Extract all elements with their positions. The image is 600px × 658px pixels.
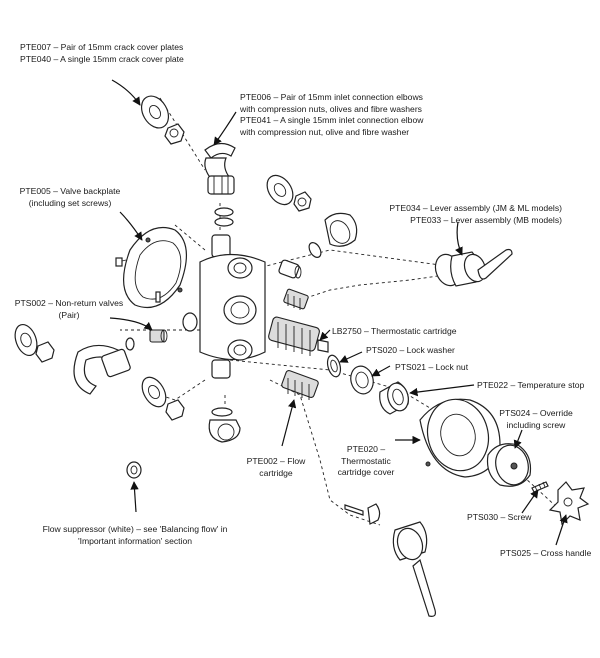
inlet-elbow-bottom — [208, 407, 241, 443]
label-pte033-text: PTE033 – Lever assembly (MB models) — [410, 214, 562, 225]
label-pts002-line1: PTS002 – Non-return valves — [14, 298, 124, 308]
label-pts002-line2: (Pair) — [58, 309, 80, 320]
label-pte002-line1: PTE002 – Flow — [246, 456, 306, 466]
label-pte005-line2: (including set screws) — [28, 197, 112, 208]
label-pte006: PTE006 – Pair of 15mm inlet connection e… — [240, 92, 423, 138]
screw — [531, 481, 549, 493]
label-pte006-line1: PTE006 – Pair of 15mm inlet connection e… — [240, 92, 423, 102]
label-lb2750-text: LB2750 – Thermostatic cartridge — [332, 326, 457, 336]
label-pte020-line1: PTE020 – — [346, 444, 386, 454]
label-pte020-line2: Thermostatic — [341, 455, 391, 466]
label-pts024-line2: including screw — [506, 419, 566, 430]
crack-cover-plate-bottom — [141, 376, 185, 421]
label-pts025-text: PTS025 – Cross handle — [500, 548, 592, 558]
label-pte002: PTE002 – Flow cartridge — [240, 456, 312, 479]
label-pte022-text: PTE022 – Temperature stop — [477, 380, 585, 390]
cross-handle — [548, 481, 590, 526]
label-pts025: PTS025 – Cross handle — [500, 548, 591, 560]
inlet-elbow-left — [73, 344, 131, 395]
label-pte034-text: PTE034 – Lever assembly (JM & ML models) — [389, 203, 562, 213]
non-return-valves — [125, 329, 168, 351]
crack-cover-plate-top — [140, 95, 185, 145]
lever-assembly-lower — [392, 521, 436, 617]
label-pts024-line1: PTS024 – Override — [499, 408, 573, 418]
label-pte007: PTE007 – Pair of 15mm crack cover plates… — [20, 42, 184, 65]
label-pts020-text: PTS020 – Lock washer — [366, 345, 455, 355]
label-pte034: PTE034 – Lever assembly (JM & ML models)… — [360, 203, 562, 226]
flow-suppressor — [126, 461, 142, 479]
inlet-elbow-right — [308, 212, 358, 258]
valve-backplate — [115, 226, 187, 309]
label-pte007-text: PTE007 – Pair of 15mm crack cover plates — [20, 42, 184, 52]
label-pts024: PTS024 – Override including screw — [490, 408, 582, 431]
label-flow-suppressor-line1: Flow suppressor (white) – see 'Balancing… — [42, 524, 228, 534]
small-fittings-upper — [278, 259, 309, 310]
label-pts020: PTS020 – Lock washer — [366, 345, 455, 357]
lock-washer — [326, 354, 342, 378]
label-flow-suppressor-line2: 'Important information' section — [77, 535, 193, 546]
thermostatic-cartridge — [268, 316, 329, 356]
label-pte040-text: PTE040 – A single 15mm crack cover plate — [20, 53, 184, 64]
thermostatic-cartridge-cover — [419, 398, 501, 478]
label-pte006-line2: with compression nuts, olives and fibre … — [240, 103, 422, 114]
small-screw-lower — [344, 503, 381, 525]
label-pte005: PTE005 – Valve backplate (including set … — [16, 186, 124, 209]
label-pts030-text: PTS030 – Screw — [467, 512, 532, 522]
label-lb2750: LB2750 – Thermostatic cartridge — [332, 326, 457, 338]
label-pts021-text: PTS021 – Lock nut — [395, 362, 469, 372]
inlet-elbow-top — [204, 142, 236, 227]
label-flow-suppressor: Flow suppressor (white) – see 'Balancing… — [28, 524, 242, 547]
label-pte005-line1: PTE005 – Valve backplate — [19, 186, 121, 196]
label-pte020: PTE020 – Thermostatic cartridge cover — [330, 444, 402, 479]
label-pts030: PTS030 – Screw — [467, 512, 531, 524]
override — [486, 443, 532, 487]
label-pte002-line2: cartridge — [259, 467, 293, 478]
label-pte022: PTE022 – Temperature stop — [477, 380, 584, 392]
valve-body — [182, 234, 266, 379]
crack-cover-plate-right — [266, 174, 312, 212]
label-pte020-line3: cartridge cover — [337, 467, 395, 477]
crack-cover-plate-left — [14, 323, 55, 363]
flow-cartridge — [281, 370, 319, 400]
label-pts021: PTS021 – Lock nut — [395, 362, 468, 374]
lever-assembly-upper — [434, 248, 513, 287]
label-pts002: PTS002 – Non-return valves (Pair) — [14, 298, 124, 321]
label-pte041-line1: PTE041 – A single 15mm inlet connection … — [240, 115, 424, 125]
temperature-stop — [379, 381, 409, 415]
leader-lines — [109, 79, 568, 546]
lock-nut — [350, 365, 374, 395]
label-pte041-line2: with compression nut, olive and fibre wa… — [240, 126, 410, 137]
